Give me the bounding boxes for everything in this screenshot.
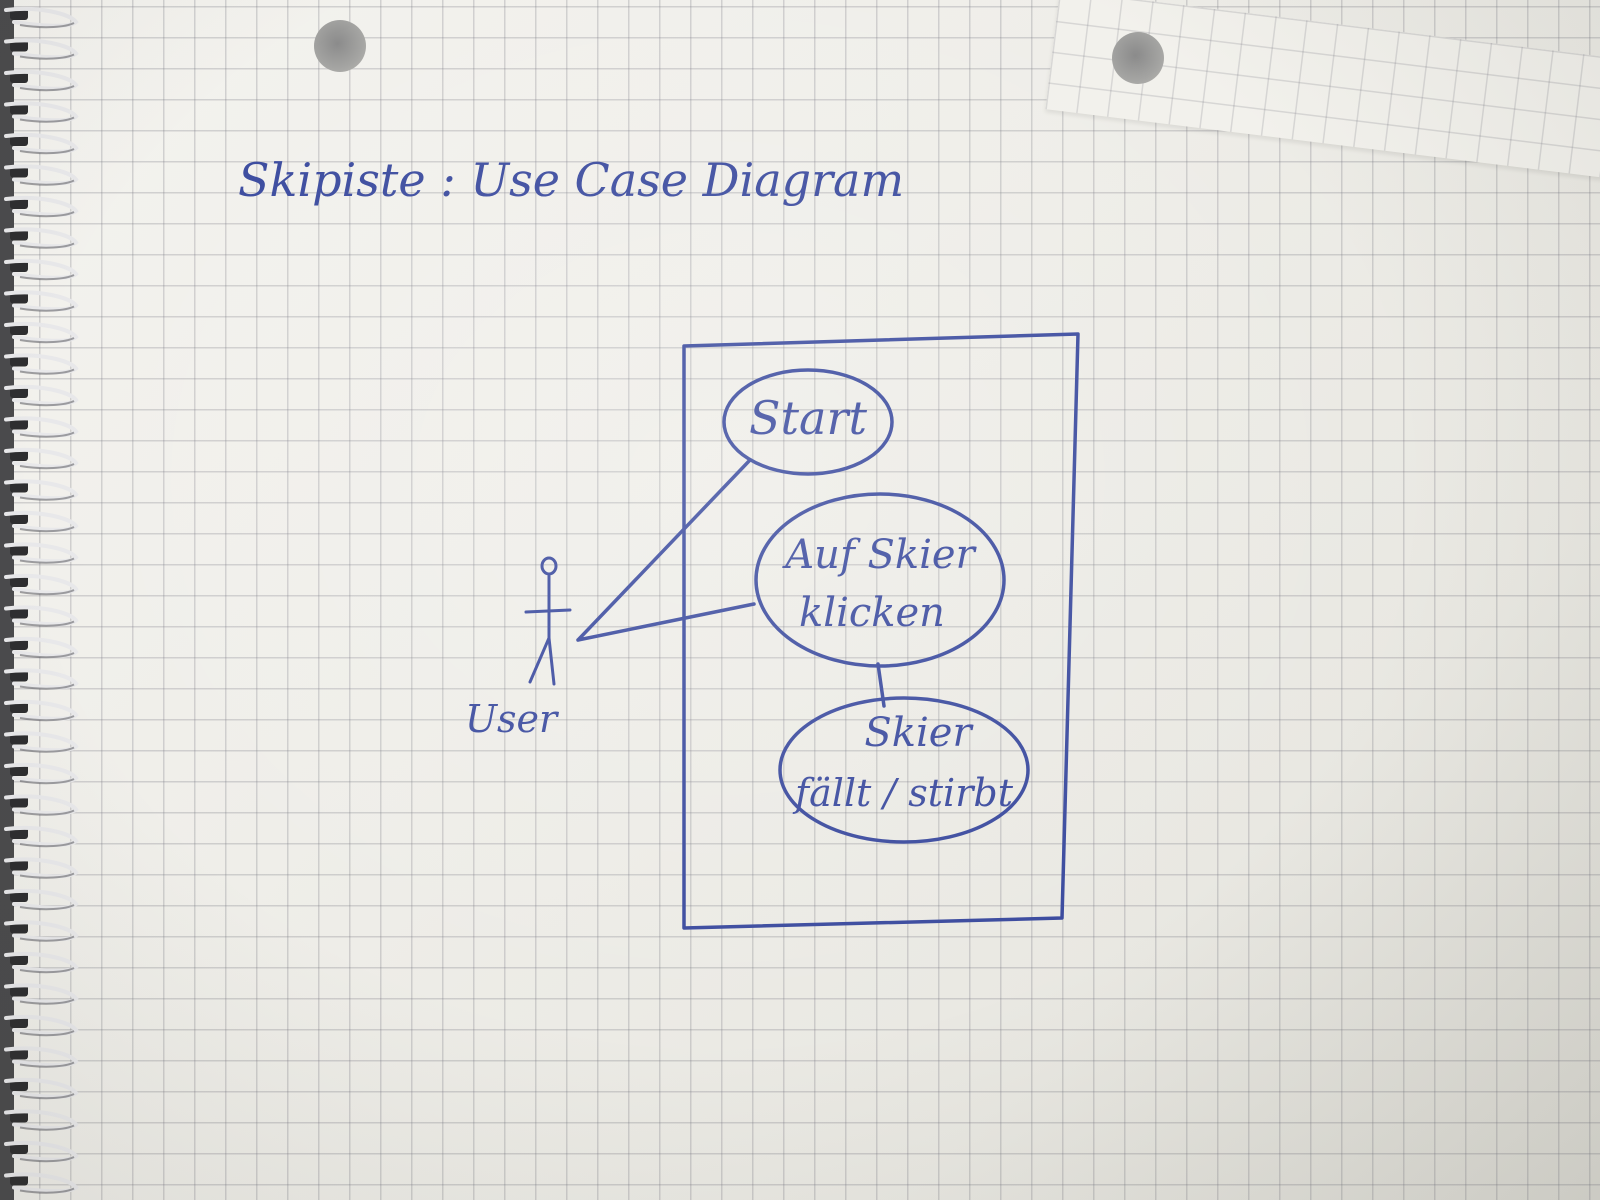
spiral-binding [0,0,79,1200]
punch-hole-left [314,20,366,72]
actor-stick-figure-icon [524,556,572,686]
use-case-click-skier-line-1: Auf Skier [781,532,977,578]
system-boundary [682,332,1080,930]
diagram-title: Skipiste : Use Case Diagram [238,153,904,207]
use-case-click-skier: Auf Skier klicken [754,492,1006,668]
punch-hole-right [1112,32,1164,84]
use-case-start: Start [722,368,894,476]
use-case-skier-falls-line-2: fällt / stirbt [792,771,1014,815]
use-case-skier-falls-line-1: Skier [864,710,974,756]
use-case-skier-falls: Skier fällt / stirbt [778,696,1030,844]
use-case-click-skier-line-2: klicken [799,590,945,636]
use-case-start-label: Start [749,391,867,445]
actor-label: User [465,697,560,741]
actor-associations [576,458,756,642]
